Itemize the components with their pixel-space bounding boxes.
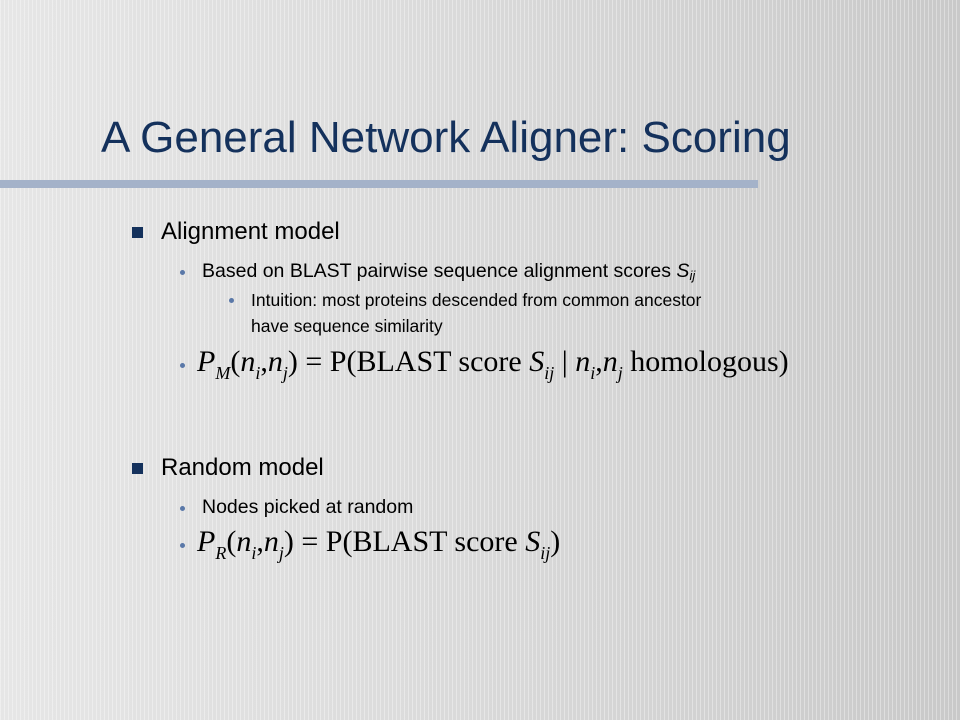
eq-rhs-n1: n (575, 345, 591, 378)
slide-title: A General Network Aligner: Scoring (101, 113, 791, 162)
eq-rhs-sub: ij (540, 543, 551, 563)
eq-rhs-var: S (529, 345, 545, 378)
eq-lhs-sub: R (215, 543, 227, 563)
eq-n2: n (267, 345, 283, 378)
eq-n2-sub: j (278, 543, 284, 563)
title-underline-rule (0, 180, 758, 188)
eq-close: ) (287, 345, 298, 378)
dot-bullet-icon (180, 506, 185, 511)
bullet-var-subscript: ij (689, 268, 696, 283)
eq-n1-sub: i (255, 363, 261, 383)
eq-rhs-n2-sub: j (617, 363, 623, 383)
square-bullet-icon (132, 463, 143, 474)
eq-rhs-tail: homologous) (622, 345, 789, 378)
eq-close: ) (283, 525, 294, 558)
dot-bullet-icon (180, 363, 185, 368)
dot-bullet-icon (180, 270, 185, 275)
eq-rhs-var: S (525, 525, 541, 558)
eq-rhs-tail: ) (550, 525, 561, 558)
eq-lhs-sub: M (215, 363, 231, 383)
eq-rhs-comma: , (595, 345, 603, 378)
eq-equals: = (297, 345, 330, 378)
eq-rhs-sub: ij (544, 363, 555, 383)
eq-comma: , (260, 345, 268, 378)
bullet-text: Based on BLAST pairwise sequence alignme… (202, 260, 677, 282)
section-heading-random-model: Random model (132, 454, 324, 482)
eq-equals: = (293, 525, 326, 558)
eq-n1: n (240, 345, 256, 378)
section-heading-text: Random model (161, 454, 324, 481)
dot-bullet-icon (229, 298, 234, 303)
dot-bullet-icon (180, 543, 185, 548)
eq-rhs-bar: | (554, 345, 576, 378)
eq-n2-sub: j (282, 363, 288, 383)
eq-comma: , (256, 525, 264, 558)
section-heading-alignment-model: Alignment model (132, 218, 340, 246)
eq-rhs-n2: n (602, 345, 618, 378)
eq-n1-sub: i (251, 543, 257, 563)
square-bullet-icon (132, 227, 143, 238)
equation-alignment-model: PM(ni,nj) = P(BLAST score Sij | ni,nj ho… (197, 345, 789, 383)
bullet-var: S (676, 260, 690, 282)
eq-lhs-var: P (197, 525, 216, 558)
equation-random-model: PR(ni,nj) = P(BLAST score Sij) (197, 525, 561, 563)
bullet-nodes-random: Nodes picked at random (202, 496, 414, 518)
eq-open: ( (230, 345, 241, 378)
eq-n2: n (263, 525, 279, 558)
eq-open: ( (226, 525, 237, 558)
subbullet-intuition-line1: Intuition: most proteins descended from … (251, 290, 702, 310)
eq-rhs-n1-sub: i (590, 363, 596, 383)
eq-rhs-fn: P(BLAST score (325, 525, 526, 558)
subbullet-intuition-line2: have sequence similarity (251, 316, 443, 336)
eq-lhs-var: P (197, 345, 216, 378)
section-heading-text: Alignment model (161, 218, 340, 245)
eq-n1: n (236, 525, 252, 558)
eq-rhs-fn: P(BLAST score (329, 345, 530, 378)
bullet-blast-scores: Based on BLAST pairwise sequence alignme… (202, 259, 695, 285)
